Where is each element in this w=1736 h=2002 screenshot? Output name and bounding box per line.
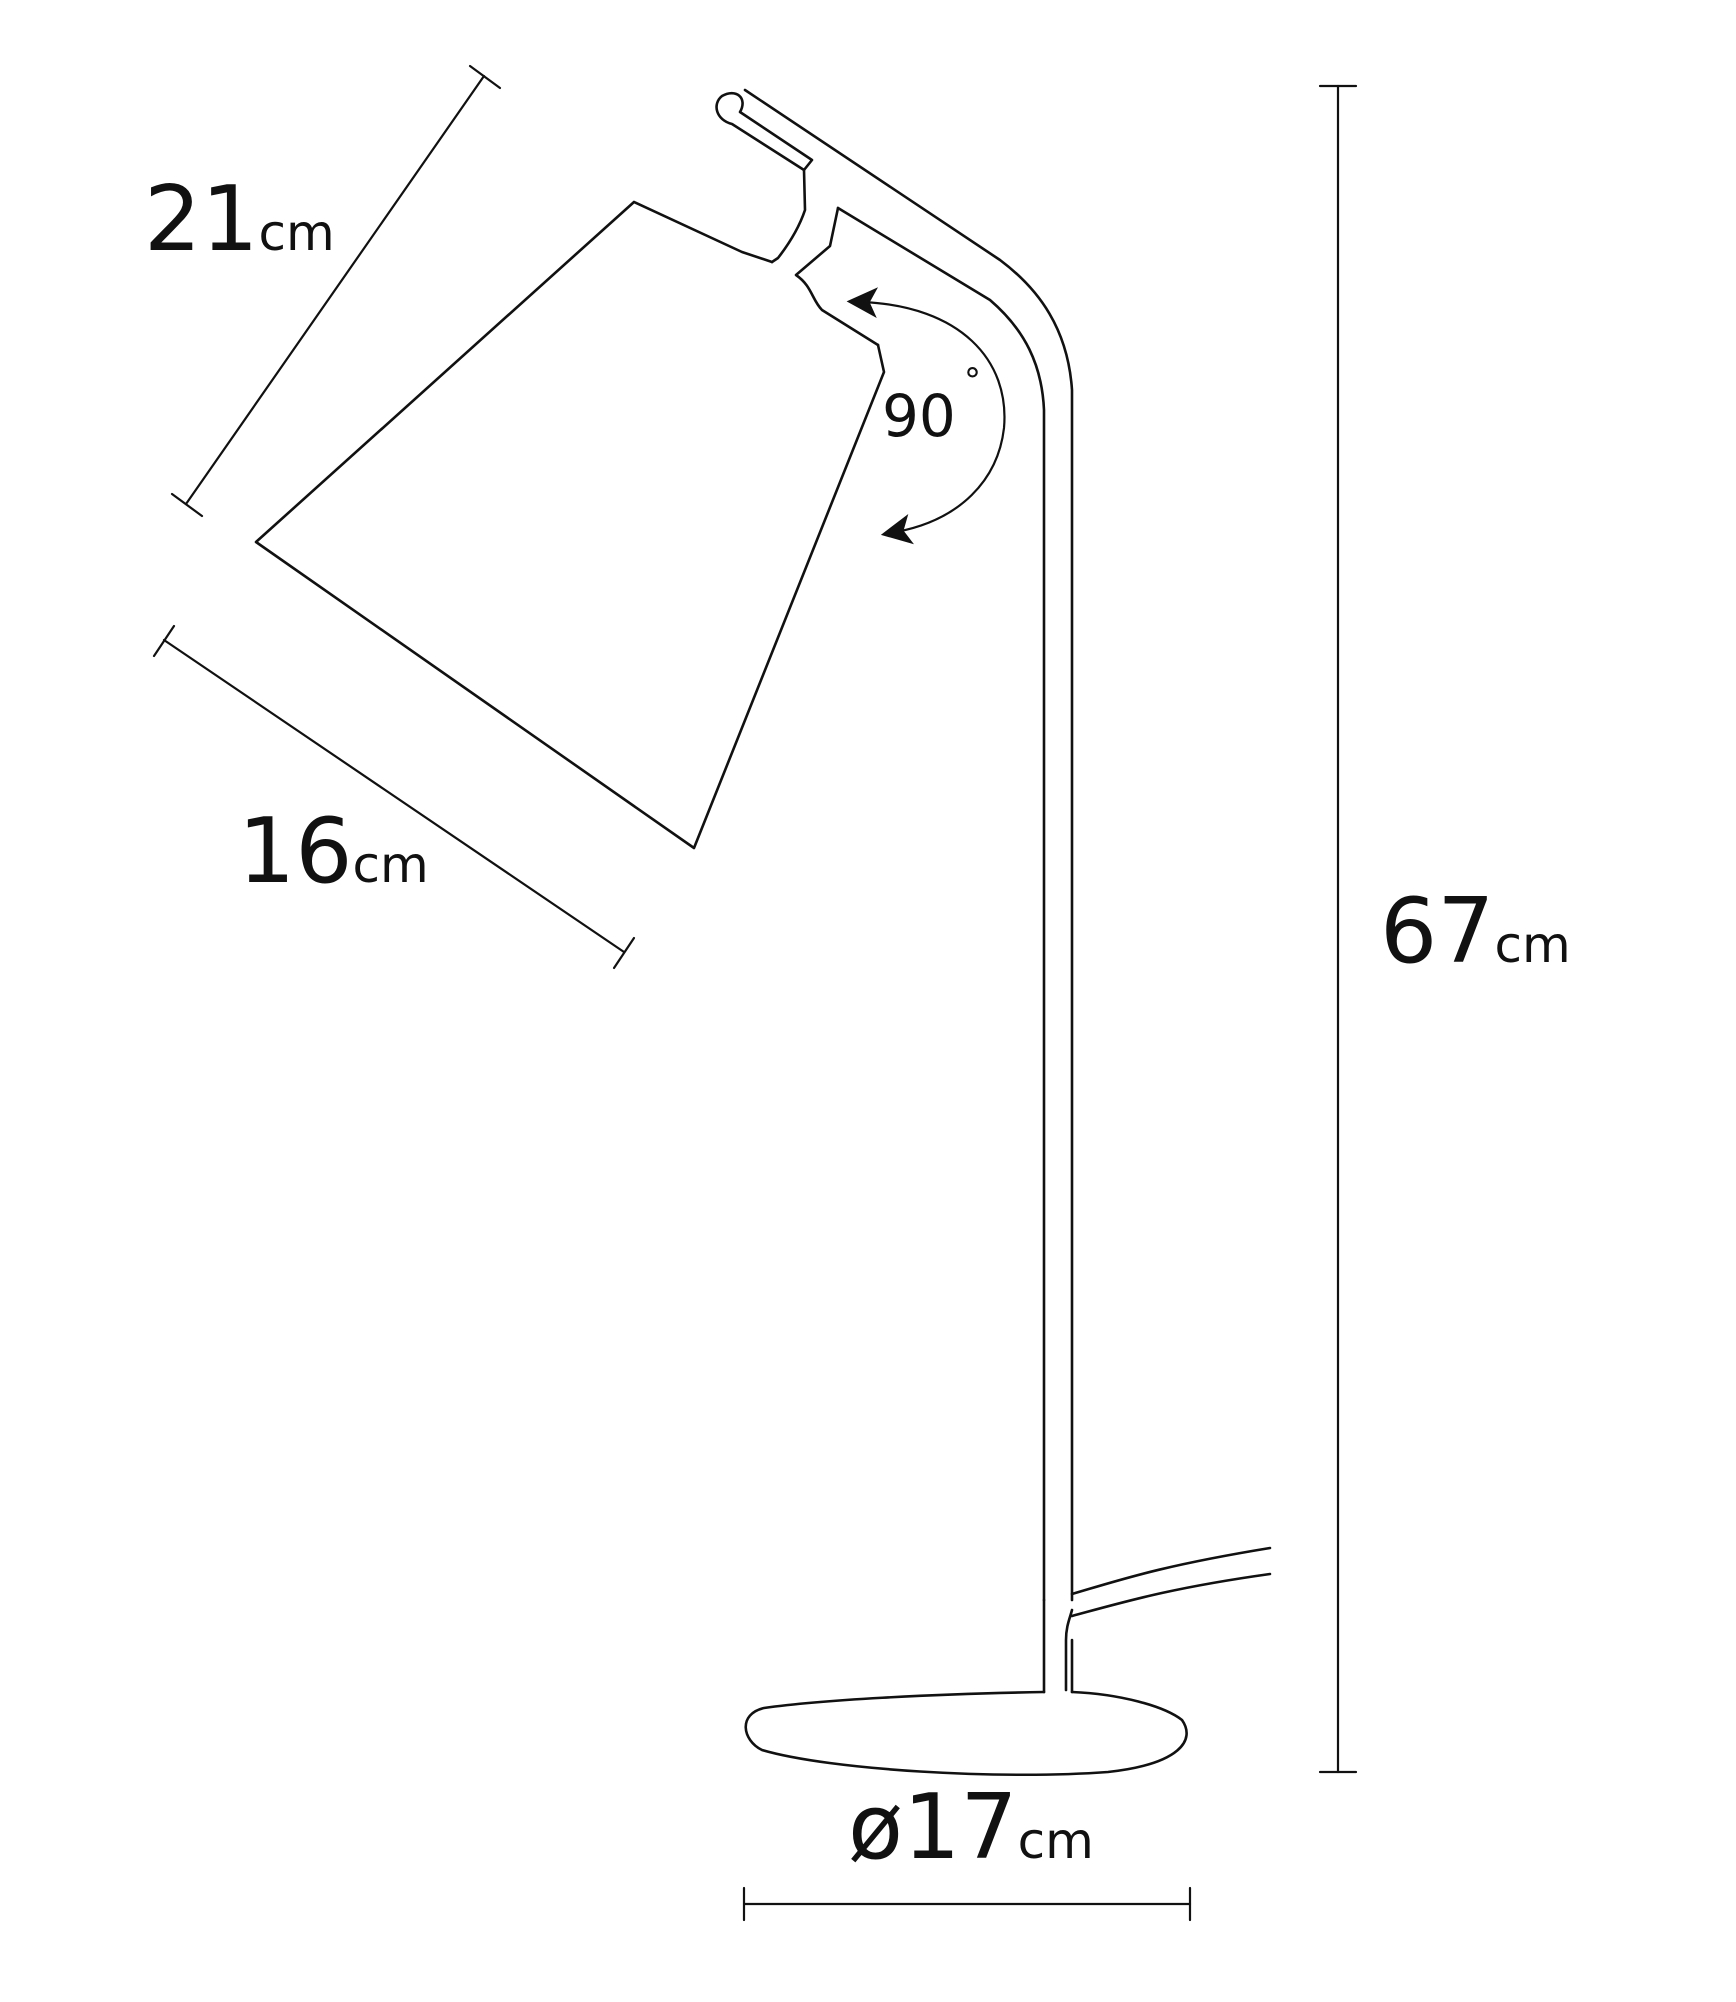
rotation-unit: °: [964, 361, 981, 401]
total-height-value: 67: [1380, 879, 1495, 984]
rotation-arrow: [846, 287, 1006, 545]
power-cable-clip: [1064, 1608, 1074, 1692]
arm-lower-line: [836, 206, 1046, 1602]
lamp-base: [744, 1690, 1188, 1777]
total-height-unit: cm: [1495, 916, 1571, 974]
rotation-value: 90: [882, 382, 956, 450]
shade-height-value: 21: [144, 167, 259, 272]
shade-height-label: 21cm: [144, 167, 335, 272]
shade-width-unit: cm: [353, 836, 429, 894]
shade-height-tick-top: [468, 64, 502, 90]
shade-width-line: [162, 638, 626, 954]
shade-joint-lower: [794, 206, 880, 347]
power-cable-upper: [1070, 1546, 1272, 1596]
arm-upper-line: [743, 88, 1074, 1602]
shade-width-tick-right: [612, 936, 636, 970]
shade-width-tick-left: [152, 624, 176, 658]
lamp-outline: [254, 88, 1272, 1777]
shade-height-unit: cm: [259, 204, 335, 262]
shade-width-value: 16: [238, 799, 353, 904]
base-diameter-dimension: ø17cm: [742, 1775, 1192, 1922]
shade-height-dimension: 21cm: [144, 64, 502, 518]
total-height-label: 67cm: [1380, 879, 1571, 984]
base-diameter-label: ø17cm: [848, 1775, 1094, 1880]
lamp-shade: [254, 200, 886, 850]
base-diameter-value: ø17: [848, 1775, 1018, 1880]
shade-width-label: 16cm: [238, 799, 429, 904]
shade-height-tick-bottom: [170, 492, 204, 518]
base-diameter-unit: cm: [1018, 1812, 1094, 1870]
power-cable-lower: [1070, 1572, 1272, 1618]
rotation-indicator: 90 °: [846, 287, 1006, 545]
stem-bottom: [1042, 1598, 1074, 1694]
shade-width-dimension: 16cm: [152, 624, 636, 970]
arm-end-cap: [715, 91, 814, 172]
shade-joint: [770, 168, 807, 264]
shade-height-line: [184, 74, 486, 506]
total-height-dimension: 67cm: [1318, 84, 1571, 1774]
